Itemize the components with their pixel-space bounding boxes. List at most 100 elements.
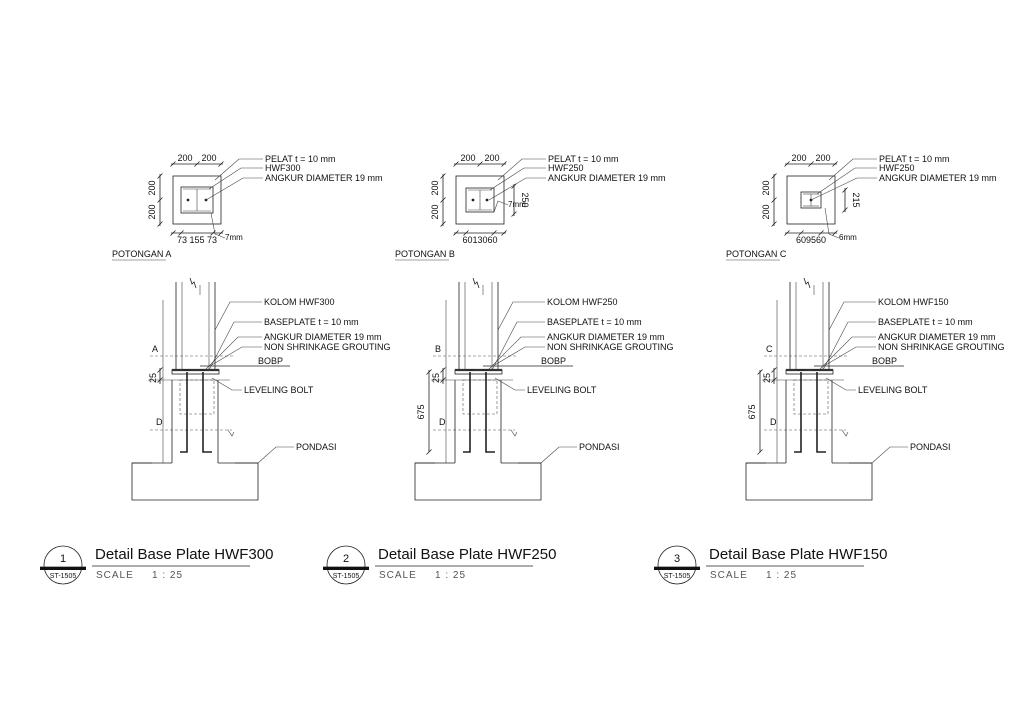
elevation-leader	[214, 301, 262, 331]
detail-title: Detail Base Plate HWF150	[709, 546, 887, 563]
leveling-bolt-label: LEVELING BOLT	[858, 385, 928, 395]
weld-size-label: 7mm	[225, 233, 243, 242]
plan-leader	[214, 158, 263, 181]
dim-tick	[170, 161, 176, 167]
elevation-label: NON SHRINKAGE GROUTING	[264, 342, 391, 352]
anchor-bolt-dot	[485, 198, 489, 202]
dim-tick	[477, 161, 483, 167]
dim-tick	[157, 377, 163, 383]
dim-tick	[440, 377, 446, 383]
bubble-sheet-ref: ST-1505	[664, 573, 691, 580]
column-section-outline	[465, 187, 495, 213]
scale-label: SCALE	[710, 570, 748, 581]
dim-tick	[784, 161, 790, 167]
plan-dim-right: 250	[520, 192, 530, 207]
weld-leader	[493, 200, 509, 213]
dim-tick	[818, 230, 824, 236]
anchor-bolt-dot	[471, 198, 475, 202]
dim-tick	[178, 230, 184, 236]
plan-dim-top-2: 200	[484, 153, 499, 163]
dim-tick	[440, 221, 446, 227]
pondasi-label: PONDASI	[296, 442, 337, 452]
elevation-label: ANGKUR DIAMETER 19 mm	[878, 332, 996, 342]
elevation-leader	[497, 301, 545, 331]
elevation-leader	[818, 336, 876, 371]
plan-dim-bottom: 6013060	[462, 235, 497, 245]
section-label: POTONGAN B	[395, 249, 455, 259]
weld-leader	[210, 212, 226, 239]
plan-label: PELAT t = 10 mm	[879, 154, 949, 164]
elevation-label: KOLOM HWF150	[878, 297, 949, 307]
anchor-bolt-right	[202, 372, 212, 453]
plan-label: HWF250	[548, 163, 584, 173]
elevation-leader	[491, 321, 545, 371]
elevation-label: ANGKUR DIAMETER 19 mm	[547, 332, 665, 342]
plan-label: PELAT t = 10 mm	[265, 154, 335, 164]
dim-tick	[842, 207, 848, 213]
detail-title: Detail Base Plate HWF300	[95, 546, 273, 563]
dim-tick	[440, 197, 446, 203]
column-section-outline	[180, 186, 214, 214]
plan-dim-top-2: 200	[815, 153, 830, 163]
plan-dim-right: 215	[851, 192, 861, 207]
elevation-label: BASEPLATE t = 10 mm	[878, 317, 973, 327]
elevation-leader	[487, 336, 545, 371]
scale-value: 1 : 25	[435, 570, 466, 581]
elevation-label: BASEPLATE t = 10 mm	[264, 317, 359, 327]
dim-tick	[798, 230, 804, 236]
dim-tick	[771, 221, 777, 227]
cut-marker-bottom: D	[439, 417, 446, 427]
elevation-leader	[204, 336, 262, 371]
grout-pocket	[179, 379, 215, 415]
anchor-bolt-right	[816, 372, 826, 453]
cut-marker-bottom: D	[770, 417, 777, 427]
bubble-number: 1	[60, 553, 66, 565]
anchor-bolt-dot	[186, 198, 190, 202]
plan-leader	[810, 177, 877, 201]
break-mark	[803, 277, 811, 289]
anchor-bolt-left	[463, 372, 471, 453]
leveling-bolt-leader	[825, 377, 856, 391]
leveling-bolt-label: LEVELING BOLT	[527, 385, 597, 395]
elevation-label: KOLOM HWF250	[547, 297, 618, 307]
cut-arrow	[227, 429, 235, 437]
pondasi-leader	[257, 446, 294, 464]
pondasi-leader	[871, 446, 908, 464]
detail-bubble	[657, 545, 697, 585]
detail-bubble	[43, 545, 83, 585]
column-section-outline	[800, 191, 822, 209]
dim-tick	[842, 187, 848, 193]
plan-leader	[489, 167, 546, 191]
dim-tick	[453, 230, 459, 236]
bubble-number: 3	[674, 553, 680, 565]
dim-tick	[832, 161, 838, 167]
plan-leader	[488, 177, 546, 201]
dim-tick	[832, 230, 838, 236]
dim-tick	[491, 230, 497, 236]
scale-value: 1 : 25	[152, 570, 183, 581]
plan-dim-left-1: 200	[761, 180, 771, 195]
plan-label: ANGKUR DIAMETER 19 mm	[265, 173, 383, 183]
scale-value: 1 : 25	[766, 570, 797, 581]
section-label: POTONGAN A	[112, 249, 171, 259]
dim-tick	[808, 161, 814, 167]
pondasi-label: PONDASI	[910, 442, 951, 452]
dim-tick	[463, 230, 469, 236]
elevation-leader	[492, 346, 545, 367]
elev-dim-large: 675	[416, 404, 426, 419]
dim-tick	[511, 211, 517, 217]
dim-tick	[784, 230, 790, 236]
leveling-bolt-leader	[211, 377, 242, 391]
elevation-leader	[828, 301, 876, 331]
break-mark	[472, 277, 480, 289]
leveling-bolt-label: LEVELING BOLT	[244, 385, 314, 395]
plan-dim-bottom: 73 155 73	[177, 235, 217, 245]
dim-tick	[157, 197, 163, 203]
bobp-label: BOBP	[872, 356, 897, 366]
cut-arrow	[841, 429, 849, 437]
dim-tick	[170, 230, 176, 236]
